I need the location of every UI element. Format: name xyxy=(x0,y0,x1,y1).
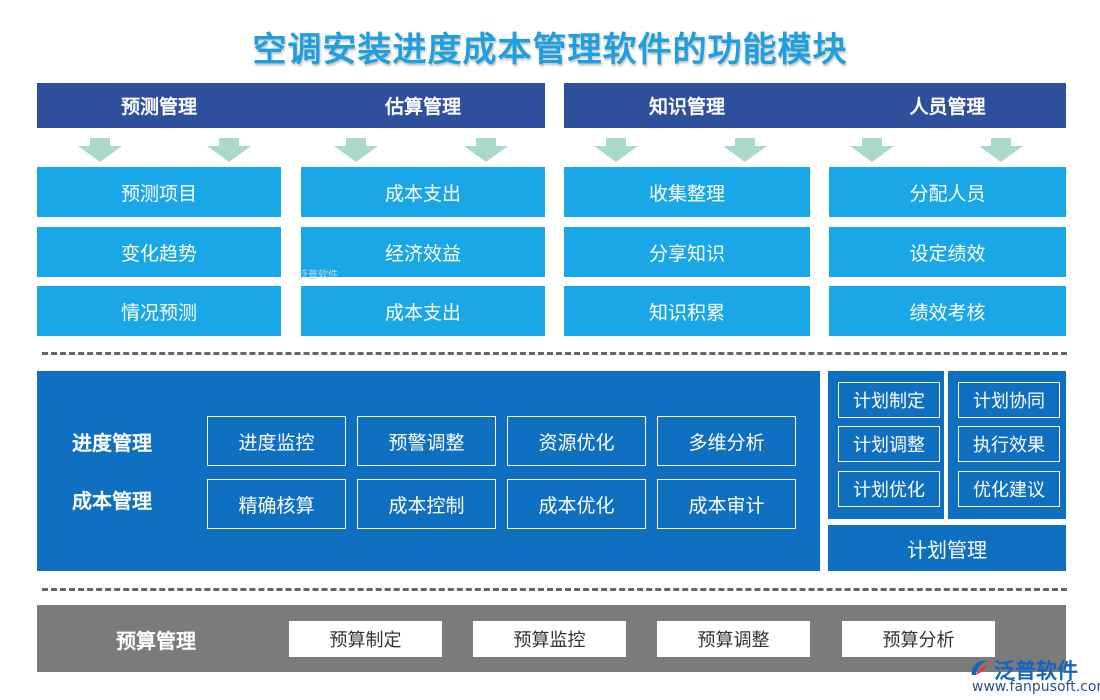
box-plan-formulation: 计划制定 xyxy=(838,382,940,418)
down-arrow-stem-2 xyxy=(219,138,239,146)
down-arrow-stem-8 xyxy=(991,138,1011,146)
label-progress-management: 进度管理 xyxy=(72,431,152,455)
cell-cost-expense: 成本支出 xyxy=(301,167,545,217)
box-cost-audit: 成本审计 xyxy=(657,479,796,529)
down-arrow-stem-4 xyxy=(476,138,496,146)
down-arrow-stem-7 xyxy=(862,138,882,146)
plan-panel-left xyxy=(828,371,944,519)
cell-share-knowledge: 分享知识 xyxy=(564,227,810,277)
label-budget-management: 预算管理 xyxy=(116,629,196,653)
cell-performance-review: 绩效考核 xyxy=(829,286,1066,336)
page-title: 空调安装进度成本管理软件的功能模块 xyxy=(252,30,848,70)
down-arrow-icon-4 xyxy=(464,146,508,162)
down-arrow-stem-5 xyxy=(606,138,626,146)
down-arrow-icon-2 xyxy=(207,146,251,162)
box-plan-optimization: 计划优化 xyxy=(838,471,940,507)
box-warning-adjustment: 预警调整 xyxy=(357,416,496,466)
cell-situation-forecast: 情况预测 xyxy=(37,286,281,336)
down-arrow-icon-8 xyxy=(979,146,1023,162)
box-optimization-suggestion: 优化建议 xyxy=(958,471,1060,507)
box-budget-adjustment: 预算调整 xyxy=(657,621,810,657)
down-arrow-icon-3 xyxy=(334,146,378,162)
box-plan-adjustment: 计划调整 xyxy=(838,426,940,462)
divider-dashed-bottom xyxy=(42,588,1067,591)
box-execution-effect: 执行效果 xyxy=(958,426,1060,462)
box-cost-optimization: 成本优化 xyxy=(507,479,646,529)
cell-assign-personnel: 分配人员 xyxy=(829,167,1066,217)
cell-change-trend: 变化趋势 xyxy=(37,227,281,277)
down-arrow-icon-1 xyxy=(78,146,122,162)
divider-dashed-top xyxy=(42,352,1067,355)
logo: 泛普软件 www.fanpusoft.com xyxy=(968,655,1100,697)
logo-icon xyxy=(971,660,988,675)
header-forecast-management: 预测管理 xyxy=(120,96,197,118)
box-budget-monitoring: 预算监控 xyxy=(473,621,626,657)
logo-url: www.fanpusoft.com xyxy=(972,679,1100,695)
cell-set-performance: 设定绩效 xyxy=(829,227,1066,277)
down-arrow-icon-7 xyxy=(850,146,894,162)
progress-cost-panel xyxy=(37,371,820,571)
label-plan-management: 计划管理 xyxy=(907,537,987,562)
plan-panel-right xyxy=(948,371,1066,519)
header-bar-right xyxy=(564,83,1066,128)
cell-cost-expense-2: 成本支出 xyxy=(301,286,545,336)
header-personnel-management: 人员管理 xyxy=(909,96,986,118)
down-arrow-stem-3 xyxy=(346,138,366,146)
cell-knowledge-accumulation: 知识积累 xyxy=(564,286,810,336)
box-resource-optimization: 资源优化 xyxy=(507,416,646,466)
down-arrow-stem-6 xyxy=(735,138,755,146)
plan-panel-footer xyxy=(828,525,1066,571)
cell-forecast-project: 预测项目 xyxy=(37,167,281,217)
box-cost-control: 成本控制 xyxy=(357,479,496,529)
label-cost-management: 成本管理 xyxy=(72,489,152,513)
header-bar-left xyxy=(37,83,545,128)
box-budget-analysis: 预算分析 xyxy=(842,621,995,657)
cell-collect-organize: 收集整理 xyxy=(564,167,810,217)
cell-economic-benefit: 经济效益 xyxy=(301,227,545,277)
box-budget-formulation: 预算制定 xyxy=(289,621,442,657)
box-precise-accounting: 精确核算 xyxy=(207,479,346,529)
logo-name: 泛普软件 xyxy=(994,659,1078,683)
header-knowledge-management: 知识管理 xyxy=(648,96,725,118)
down-arrow-stem-1 xyxy=(90,138,110,146)
header-estimate-management: 估算管理 xyxy=(384,96,461,118)
down-arrow-icon-5 xyxy=(594,146,638,162)
down-arrow-icon-6 xyxy=(723,146,767,162)
watermark: 泛普软件 xyxy=(298,270,338,281)
box-progress-monitoring: 进度监控 xyxy=(207,416,346,466)
box-plan-collaboration: 计划协同 xyxy=(958,382,1060,418)
box-multidimensional-analysis: 多维分析 xyxy=(657,416,796,466)
